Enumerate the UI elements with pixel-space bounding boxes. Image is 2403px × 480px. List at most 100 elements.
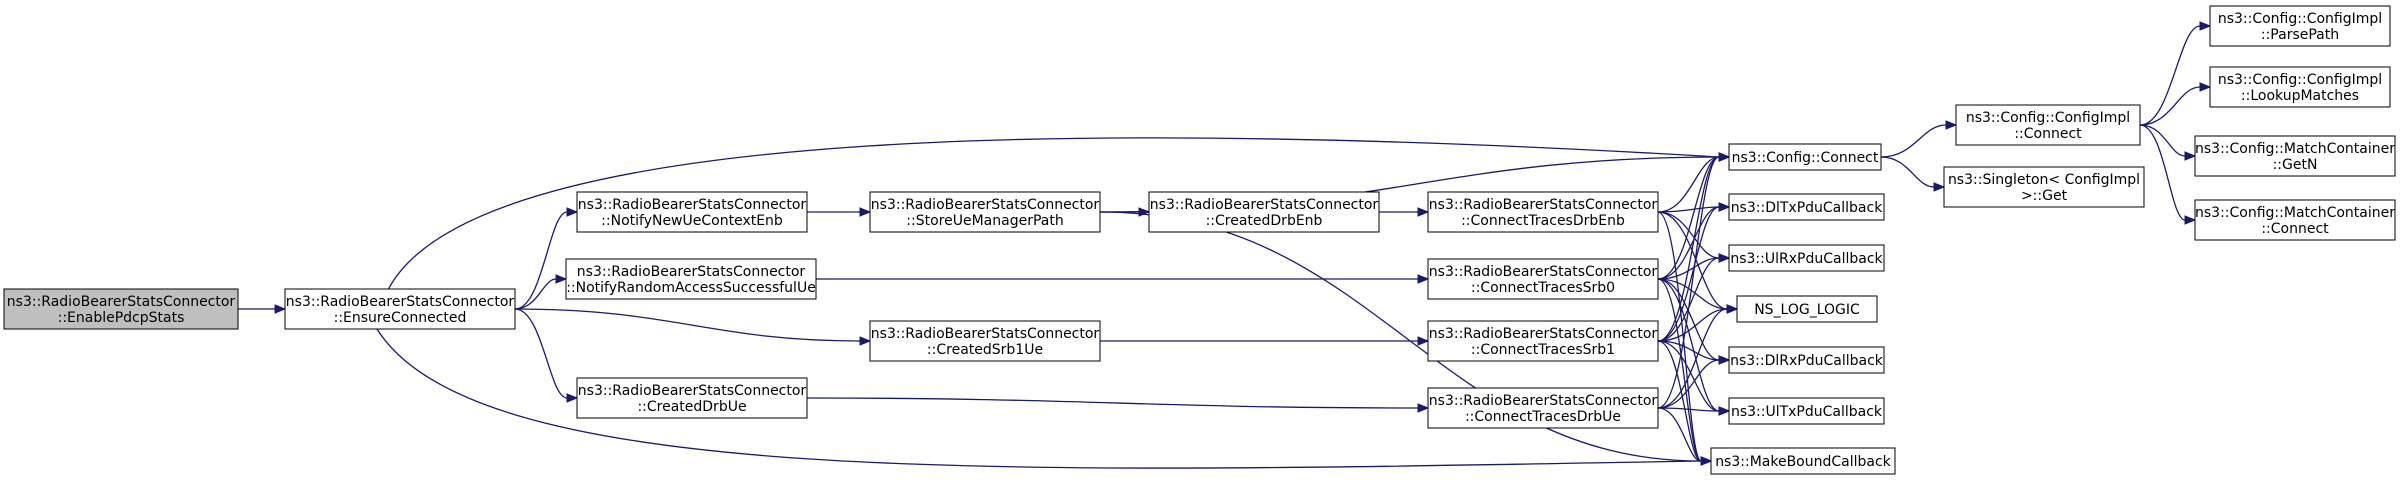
node-box-createdSrb1[interactable] — [869, 320, 1101, 362]
node-ensure[interactable]: ns3::RadioBearerStatsConnector::EnsureCo… — [284, 288, 516, 330]
node-box-dlTx[interactable] — [1728, 193, 1885, 221]
node-singleton[interactable]: ns3::Singleton< ConfigImpl>::Get — [1943, 166, 2145, 208]
node-box-nsLog[interactable] — [1736, 295, 1878, 323]
node-label-notifyNewUe-0: ns3::RadioBearerStatsConnector — [578, 197, 807, 213]
node-createdDrbEnb[interactable]: ns3::RadioBearerStatsConnector::CreatedD… — [1148, 191, 1380, 233]
node-label-mcConnect-0: ns3::Config::MatchContainer — [2195, 205, 2395, 221]
arrowhead-ensure-to-createdDrbUe — [566, 393, 579, 403]
arrowhead-ensure-to-notifyNewUe — [566, 207, 579, 217]
node-label-getN-0: ns3::Config::MatchContainer — [2195, 141, 2395, 157]
edge-ctDrbUe-to-dlRx — [1657, 359, 1720, 409]
node-ulTx[interactable]: ns3::UlTxPduCallback — [1728, 397, 1885, 425]
node-createdSrb1[interactable]: ns3::RadioBearerStatsConnector::CreatedS… — [869, 320, 1101, 362]
edge-ctSrb0-to-ulTx — [1657, 278, 1720, 412]
node-box-implConnect[interactable] — [1955, 104, 2141, 146]
node-box-mcConnect[interactable] — [2194, 199, 2396, 241]
arrowhead-ctDrbUe-to-dlRx — [1718, 355, 1731, 365]
node-notifyRa[interactable]: ns3::RadioBearerStatsConnector::NotifyRa… — [565, 258, 817, 300]
node-enable[interactable]: ns3::RadioBearerStatsConnector::EnablePd… — [3, 288, 239, 330]
node-box-ulRx[interactable] — [1728, 244, 1885, 272]
node-box-ctDrbEnb[interactable] — [1427, 191, 1659, 233]
node-label-createdDrbUe-0: ns3::RadioBearerStatsConnector — [578, 383, 807, 399]
arrowhead-createdSrb1-to-ctSrb1 — [1417, 336, 1430, 346]
node-label-storeUe-0: ns3::RadioBearerStatsConnector — [871, 197, 1100, 213]
node-box-ctSrb0[interactable] — [1427, 258, 1659, 300]
edge-ensure-to-notifyNewUe — [514, 211, 568, 310]
node-implConnect[interactable]: ns3::Config::ConfigImpl::Connect — [1955, 104, 2141, 146]
edge-ctDrbEnb-to-cfgConnect — [1657, 156, 1720, 213]
node-label-ensure-0: ns3::RadioBearerStatsConnector — [286, 294, 515, 310]
node-box-notifyRa[interactable] — [565, 258, 817, 300]
node-label-storeUe-1: ::StoreUeManagerPath — [906, 213, 1063, 229]
node-box-dlRx[interactable] — [1728, 346, 1885, 374]
node-parsePath[interactable]: ns3::Config::ConfigImpl::ParsePath — [2209, 5, 2391, 47]
node-ctDrbEnb[interactable]: ns3::RadioBearerStatsConnector::ConnectT… — [1427, 191, 1659, 233]
node-box-createdDrbUe[interactable] — [576, 377, 808, 419]
node-mcConnect[interactable]: ns3::Config::MatchContainer::Connect — [2194, 199, 2396, 241]
node-label-enable-0: ns3::RadioBearerStatsConnector — [7, 294, 236, 310]
node-box-singleton[interactable] — [1943, 166, 2145, 208]
node-label-parsePath-1: ::ParsePath — [2261, 27, 2339, 43]
arrowhead-ctDrbUe-to-ulTx — [1718, 406, 1731, 416]
node-box-ctSrb1[interactable] — [1427, 320, 1659, 362]
node-box-parsePath[interactable] — [2209, 5, 2391, 47]
node-cfgConnect[interactable]: ns3::Config::Connect — [1728, 143, 1882, 171]
arrowhead-implConnect-to-getN — [2184, 151, 2197, 161]
node-getN[interactable]: ns3::Config::MatchContainer::GetN — [2194, 135, 2396, 177]
node-box-makeBound[interactable] — [1710, 447, 1896, 475]
node-dlRx[interactable]: ns3::DlRxPduCallback — [1728, 346, 1885, 374]
arrowhead-implConnect-to-lookup — [2199, 82, 2212, 92]
node-createdDrbUe[interactable]: ns3::RadioBearerStatsConnector::CreatedD… — [576, 377, 808, 419]
node-label-lookup-0: ns3::Config::ConfigImpl — [2218, 72, 2382, 88]
node-box-notifyNewUe[interactable] — [576, 191, 808, 233]
node-label-ulRx-0: ns3::UlRxPduCallback — [1730, 251, 1883, 267]
edge-ctDrbUe-to-cfgConnect — [1657, 156, 1720, 409]
node-box-ctDrbUe[interactable] — [1427, 387, 1659, 429]
node-label-ulTx-0: ns3::UlTxPduCallback — [1731, 404, 1883, 420]
node-lookup[interactable]: ns3::Config::ConfigImpl::LookupMatches — [2209, 66, 2391, 108]
node-label-nsLog-0: NS_LOG_LOGIC — [1754, 302, 1860, 318]
edge-cfgConnect-to-singleton — [1880, 156, 1935, 188]
node-box-ulTx[interactable] — [1728, 397, 1885, 425]
arrowhead-implConnect-to-parsePath — [2199, 21, 2212, 31]
edge-ctDrbUe-to-nsLog — [1657, 308, 1728, 409]
node-box-lookup[interactable] — [2209, 66, 2391, 108]
edge-ctSrb0-to-dlTx — [1657, 206, 1720, 280]
edge-implConnect-to-lookup — [2139, 86, 2201, 126]
node-label-createdSrb1-0: ns3::RadioBearerStatsConnector — [871, 326, 1100, 342]
arrowhead-notifyRa-to-ctSrb0 — [1417, 274, 1430, 284]
arrowhead-createdDrbUe-to-ctDrbUe — [1417, 403, 1430, 413]
node-box-enable[interactable] — [3, 288, 239, 330]
node-label-ctDrbUe-0: ns3::RadioBearerStatsConnector — [1429, 393, 1658, 409]
node-nsLog[interactable]: NS_LOG_LOGIC — [1736, 295, 1878, 323]
edge-implConnect-to-parsePath — [2139, 25, 2201, 126]
node-box-storeUe[interactable] — [869, 191, 1101, 233]
node-label-lookup-1: ::LookupMatches — [2241, 88, 2359, 104]
node-ctSrb0[interactable]: ns3::RadioBearerStatsConnector::ConnectT… — [1427, 258, 1659, 300]
node-box-ensure[interactable] — [284, 288, 516, 330]
arrowhead-cfgConnect-to-implConnect — [1945, 120, 1958, 130]
edge-createdDrbUe-to-ctDrbUe — [806, 397, 1419, 409]
node-label-createdSrb1-1: ::CreatedSrb1Ue — [927, 342, 1043, 358]
node-label-parsePath-0: ns3::Config::ConfigImpl — [2218, 11, 2382, 27]
node-box-getN[interactable] — [2194, 135, 2396, 177]
edge-ctSrb1-to-dlTx — [1657, 206, 1720, 342]
node-label-dlRx-0: ns3::DlRxPduCallback — [1730, 353, 1884, 369]
edge-ctDrbUe-to-ulTx — [1657, 407, 1720, 412]
node-ctDrbUe[interactable]: ns3::RadioBearerStatsConnector::ConnectT… — [1427, 387, 1659, 429]
arrowhead-ensure-to-notifyRa — [555, 274, 568, 284]
node-box-cfgConnect[interactable] — [1728, 143, 1882, 171]
node-storeUe[interactable]: ns3::RadioBearerStatsConnector::StoreUeM… — [869, 191, 1101, 233]
edge-implConnect-to-getN — [2139, 124, 2186, 157]
node-makeBound[interactable]: ns3::MakeBoundCallback — [1710, 447, 1896, 475]
node-ctSrb1[interactable]: ns3::RadioBearerStatsConnector::ConnectT… — [1427, 320, 1659, 362]
node-dlTx[interactable]: ns3::DlTxPduCallback — [1728, 193, 1885, 221]
node-label-makeBound-0: ns3::MakeBoundCallback — [1715, 454, 1891, 470]
node-box-createdDrbEnb[interactable] — [1148, 191, 1380, 233]
edge-ctSrb0-to-nsLog — [1657, 278, 1728, 310]
edge-ensure-to-cfgConnect — [387, 137, 1720, 290]
edge-ctDrbEnb-to-makeBound — [1657, 211, 1702, 462]
edge-ctSrb0-to-dlRx — [1657, 278, 1720, 361]
node-notifyNewUe[interactable]: ns3::RadioBearerStatsConnector::NotifyNe… — [576, 191, 808, 233]
node-ulRx[interactable]: ns3::UlRxPduCallback — [1728, 244, 1885, 272]
